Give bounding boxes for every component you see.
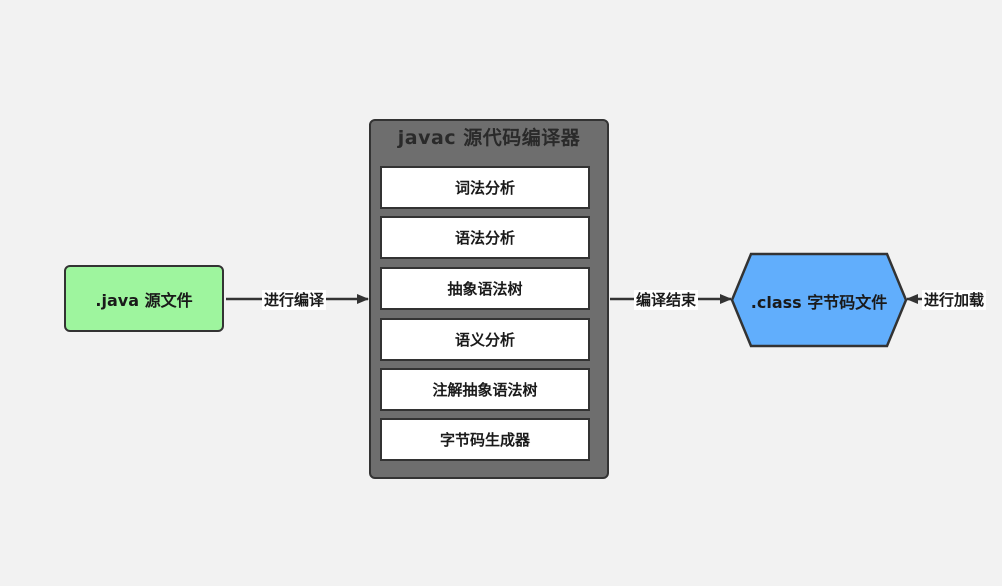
bytecode-label: .class 字节码文件 [750, 293, 888, 312]
stage-annotated-ast: 注解抽象语法树 [380, 368, 590, 411]
compiler-title: javac 源代码编译器 [397, 127, 581, 149]
stage-bytecode-generator: 字节码生成器 [380, 418, 590, 461]
stage-syntax-analysis: 语法分析 [380, 216, 590, 259]
stage-semantic-analysis: 语义分析 [380, 318, 590, 361]
stage-abstract-syntax-tree: 抽象语法树 [380, 267, 590, 310]
edge-label-compile: 进行编译 [262, 290, 327, 310]
java-source-label: .java 源文件 [95, 290, 193, 310]
edge-label-load: 进行加载 [922, 290, 987, 310]
edge-label-compile-done: 编译结束 [634, 290, 699, 310]
bytecode-hexagon-shape [730, 252, 908, 348]
bytecode-node: .class 字节码文件 [732, 256, 906, 346]
javac-compiler-node: javac 源代码编译器 词法分析 语法分析 抽象语法树 语义分析 注解抽象语法… [369, 119, 609, 479]
java-source-node: .java 源文件 [64, 265, 224, 332]
stage-lexical-analysis: 词法分析 [380, 166, 590, 209]
